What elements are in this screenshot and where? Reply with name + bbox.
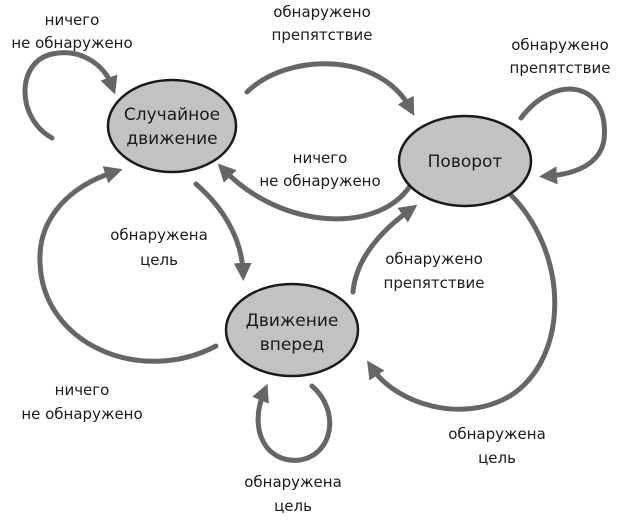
label-turn-self-line1: обнаружено bbox=[511, 36, 609, 54]
label-random-to-forward: обнаружена цель bbox=[110, 226, 208, 269]
label-forward-to-random: ничего не обнаружено bbox=[21, 381, 142, 423]
label-random-to-forward-line1: обнаружена bbox=[110, 226, 208, 244]
arrow-forward-to-turn bbox=[350, 204, 418, 295]
label-forward-to-turn-line1: обнаружено bbox=[385, 250, 483, 268]
label-turn-to-random-line2: не обнаружено bbox=[259, 172, 380, 190]
state-forward-movement-label-line1: Движение bbox=[246, 311, 339, 331]
state-random-movement-label-line1: Случайное bbox=[124, 105, 220, 125]
state-turn: Поворот bbox=[397, 114, 533, 208]
state-turn-label: Поворот bbox=[428, 152, 503, 172]
label-forward-to-turn-line2: препятствие bbox=[384, 274, 485, 292]
label-random-to-turn-line1: обнаружено bbox=[273, 3, 371, 21]
state-forward-movement: Движение вперед bbox=[224, 282, 360, 378]
label-turn-to-random-line1: ничего bbox=[293, 149, 348, 167]
label-turn-self: обнаружено препятствие bbox=[510, 36, 611, 77]
state-random-movement-label-line2: движение bbox=[126, 129, 217, 149]
label-forward-to-random-line1: ничего bbox=[55, 381, 110, 399]
label-turn-to-forward: обнаружена цель bbox=[448, 425, 546, 467]
state-forward-movement-shape bbox=[224, 282, 360, 378]
state-turn-shape bbox=[397, 114, 533, 208]
label-random-to-turn: обнаружено препятствие bbox=[272, 3, 373, 44]
transition-arrows bbox=[22, 50, 607, 463]
label-random-self: ничего не обнаружено bbox=[11, 11, 132, 52]
label-random-self-line2: не обнаружено bbox=[11, 34, 132, 52]
label-turn-to-forward-line2: цель bbox=[478, 449, 516, 467]
label-random-to-turn-line2: препятствие bbox=[272, 26, 373, 44]
label-forward-to-random-line2: не обнаружено bbox=[21, 405, 142, 423]
arrow-forward-to-random bbox=[37, 166, 219, 364]
arrow-turn-to-forward bbox=[367, 189, 558, 412]
label-forward-self-line2: цель bbox=[274, 497, 312, 515]
state-random-movement-shape bbox=[106, 78, 238, 174]
label-forward-to-turn: обнаружено препятствие bbox=[384, 250, 485, 292]
label-turn-self-line2: препятствие bbox=[510, 59, 611, 77]
arrow-turn-to-random bbox=[217, 163, 413, 222]
arrow-random-self bbox=[22, 50, 118, 141]
label-forward-self: обнаружена цель bbox=[244, 473, 342, 515]
label-turn-to-forward-line1: обнаружена bbox=[448, 425, 546, 443]
label-turn-to-random: ничего не обнаружено bbox=[259, 149, 380, 190]
arrow-random-to-turn bbox=[244, 61, 415, 116]
arrow-forward-self bbox=[252, 383, 333, 463]
label-random-to-forward-line2: цель bbox=[140, 251, 178, 269]
arrow-random-to-forward bbox=[193, 181, 252, 281]
state-random-movement: Случайное движение bbox=[106, 78, 238, 174]
state-forward-movement-label-line2: вперед bbox=[260, 335, 325, 355]
label-random-self-line1: ничего bbox=[45, 11, 100, 29]
label-forward-self-line1: обнаружена bbox=[244, 473, 342, 491]
arrow-turn-self bbox=[518, 86, 607, 185]
